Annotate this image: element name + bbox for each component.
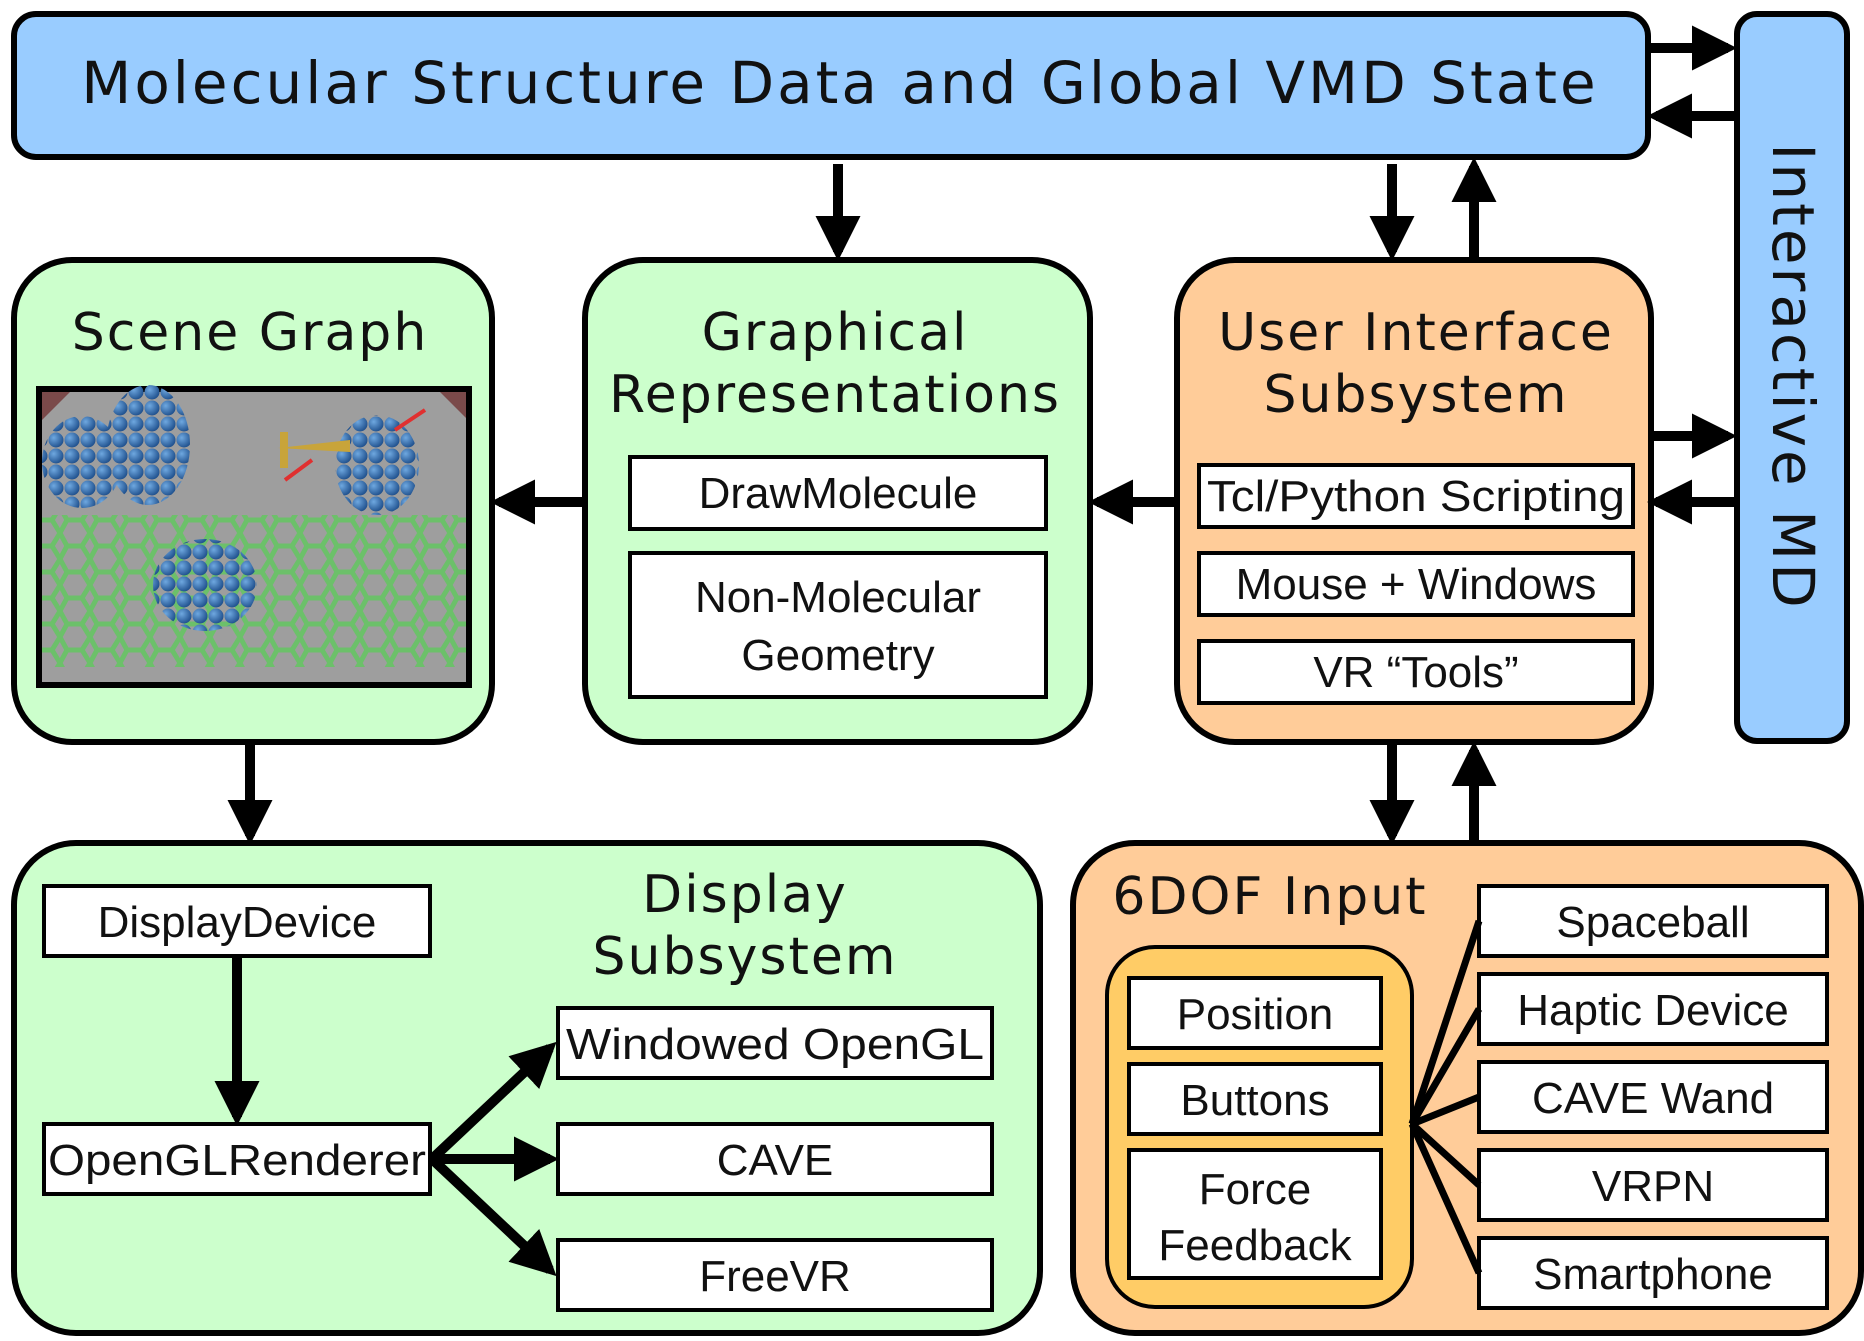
arrow-renderer-to-windowed <box>428 1041 557 1163</box>
opengl-renderer-box <box>42 1122 432 1196</box>
vr-tools-box <box>1197 639 1635 705</box>
non-molecular-geometry-line2: Geometry <box>741 631 934 680</box>
smartphone-box <box>1477 1236 1829 1310</box>
cave-wand-label: CAVE Wand <box>1532 1074 1774 1123</box>
top-bar <box>11 11 1651 160</box>
cave-label: CAVE <box>717 1136 834 1185</box>
windowed-opengl-box <box>556 1006 994 1080</box>
freevr-box <box>556 1238 994 1312</box>
side-bar <box>1734 11 1850 744</box>
position-label: Position <box>1177 990 1334 1039</box>
mouse-windows-label: Mouse + Windows <box>1236 560 1597 609</box>
scene-graph-title: Scene Graph <box>72 303 429 363</box>
6dof-input-title: 6DOF Input <box>1112 867 1427 927</box>
tcl-python-scripting-label: Tcl/Python Scripting <box>1207 472 1625 521</box>
tcl-python-scripting-box <box>1197 463 1635 529</box>
position-box <box>1127 976 1383 1050</box>
ui-subsystem-title-line2: Subsystem <box>1264 365 1569 425</box>
vrpn-box <box>1477 1148 1829 1222</box>
top-bar-label: Molecular Structure Data and Global VMD … <box>81 49 1598 117</box>
side-bar-label: Interactive MD <box>1759 143 1827 611</box>
ui-subsystem-title-line1: User Interface <box>1218 303 1614 363</box>
graphical-reps-title-line2: Representations <box>609 365 1061 425</box>
arrow-renderer-to-freevr <box>428 1155 557 1277</box>
opengl-renderer-label: OpenGLRenderer <box>48 1136 426 1185</box>
freevr-label: FreeVR <box>699 1252 851 1301</box>
vrpn-label: VRPN <box>1592 1162 1714 1211</box>
spaceball-label: Spaceball <box>1556 898 1749 947</box>
mouse-windows-box <box>1197 551 1635 617</box>
display-subsystem-title-line2: Subsystem <box>593 927 898 987</box>
force-feedback-line1: Force <box>1199 1165 1311 1214</box>
device-connector-lines <box>1408 919 1483 1275</box>
windowed-opengl-label: Windowed OpenGL <box>566 1020 984 1069</box>
spaceball-box <box>1477 884 1829 958</box>
flow-arrows <box>214 25 1737 1277</box>
cave-wand-box <box>1477 1060 1829 1134</box>
buttons-label: Buttons <box>1180 1076 1329 1125</box>
smartphone-label: Smartphone <box>1533 1250 1773 1299</box>
graphical-reps-title-line1: Graphical <box>702 303 969 363</box>
display-subsystem-title-line1: Display <box>642 865 848 925</box>
force-feedback-line2: Feedback <box>1158 1221 1352 1270</box>
non-molecular-geometry-line1: Non-Molecular <box>695 573 981 622</box>
non-molecular-geometry-box <box>628 551 1048 699</box>
draw-molecule-box <box>628 455 1048 531</box>
display-device-label: DisplayDevice <box>98 898 377 947</box>
haptic-device-label: Haptic Device <box>1517 986 1788 1035</box>
vr-tools-label: VR “Tools” <box>1313 648 1518 697</box>
molecule-scene-image <box>36 385 472 688</box>
force-feedback-box <box>1127 1148 1383 1280</box>
buttons-box <box>1127 1062 1383 1136</box>
display-device-box <box>42 884 432 958</box>
draw-molecule-label: DrawMolecule <box>699 469 978 518</box>
